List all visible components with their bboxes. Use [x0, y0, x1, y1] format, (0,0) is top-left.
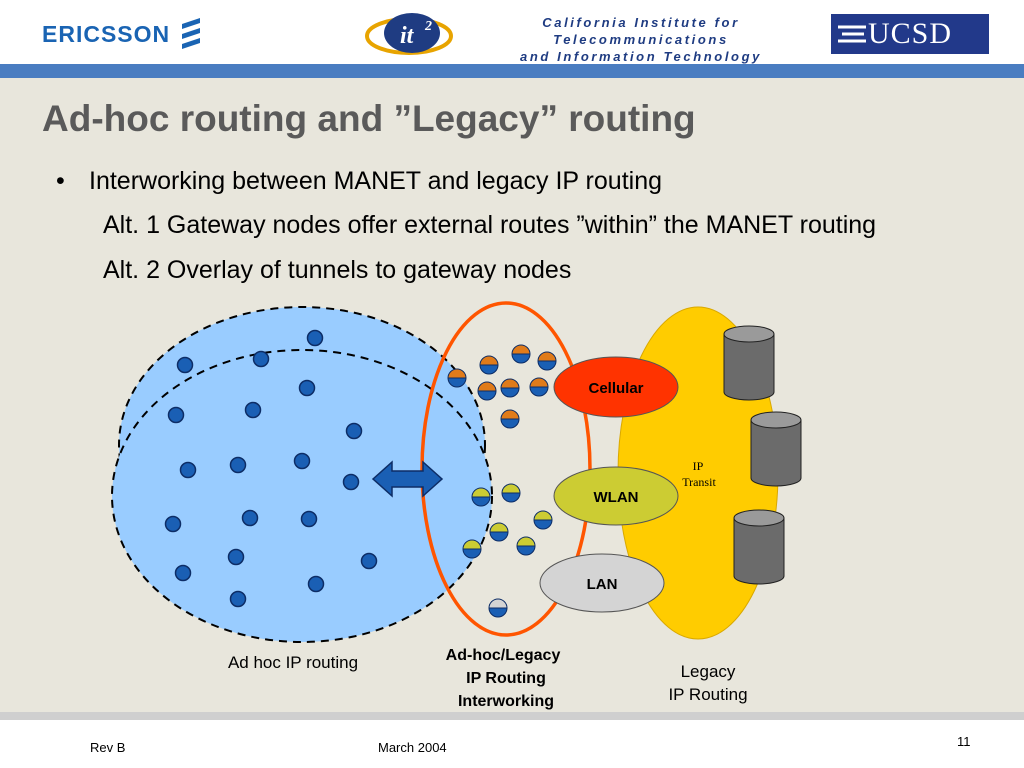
gateway-nodes-cellular [447, 344, 557, 429]
manet-node [298, 379, 316, 397]
manet-node [345, 422, 363, 440]
legacy-label-line2: IP Routing [668, 685, 747, 704]
footer [0, 720, 1024, 768]
ericsson-logo: ERICSSON [42, 21, 171, 47]
slide-title: Ad-hoc routing and ”Legacy” routing [42, 98, 696, 139]
calit2-logo: it 2 [365, 13, 453, 55]
ericsson-logo-icon [182, 18, 200, 49]
interworking-label-line3: Interworking [458, 693, 554, 710]
gateway-node [537, 351, 557, 371]
bidirectional-arrow-icon [371, 460, 444, 498]
lan-network [539, 553, 665, 613]
gateway-node-lan [488, 598, 508, 618]
cellular-label: Cellular [588, 380, 643, 397]
gateway-node [477, 381, 497, 401]
wlan-network [553, 466, 679, 526]
gateway-node [471, 487, 491, 507]
sub-point-2: Alt. 2 Overlay of tunnels to gateway nod… [103, 256, 572, 284]
interworking-label-line1: Ad-hoc/Legacy [446, 647, 561, 664]
calit2-logo-superscript: 2 [424, 19, 432, 34]
calit2-name: California Institute for Telecommunicati… [458, 14, 824, 65]
manet-node [167, 406, 185, 424]
ucsd-logo-text: UCSD [868, 17, 953, 50]
gateway-node [529, 377, 549, 397]
cellular-network [553, 356, 679, 418]
manet-node [306, 329, 324, 347]
gateway-node [500, 378, 520, 398]
footer-divider [0, 712, 1024, 720]
gateway-node [479, 355, 499, 375]
manet-node [241, 509, 259, 527]
ip-transit-label-2: Transit [682, 475, 716, 489]
manet-node [229, 456, 247, 474]
gateway-node [462, 539, 482, 559]
server-icon [733, 509, 785, 585]
page-number: 11 [957, 734, 971, 749]
manet-node [307, 575, 325, 593]
ucsd-trident-icon [838, 25, 866, 43]
manet-node [176, 356, 194, 374]
footer-revision: Rev B [90, 740, 126, 755]
interworking-label-line2: IP Routing [466, 670, 546, 687]
calit2-logo-text: it [400, 23, 415, 49]
gateway-node [447, 368, 467, 388]
wlan-label: WLAN [594, 489, 639, 506]
gateway-node [516, 536, 536, 556]
server-icon [723, 325, 775, 401]
manet-nodes [164, 329, 378, 608]
manet-node [293, 452, 311, 470]
manet-node [360, 552, 378, 570]
gateway-node [500, 409, 520, 429]
sub-point-1: Alt. 1 Gateway nodes offer external rout… [103, 211, 877, 239]
manet-node [342, 473, 360, 491]
manet-node [179, 461, 197, 479]
manet-node [229, 590, 247, 608]
calit2-name-line2: and Information Technology [520, 49, 762, 64]
gateway-node [489, 522, 509, 542]
bullet-marker: • [56, 167, 65, 195]
gateway-node [511, 344, 531, 364]
bullet-text: Interworking between MANET and legacy IP… [89, 167, 662, 195]
gateway-node [501, 483, 521, 503]
calit2-name-line1: California Institute for Telecommunicati… [542, 15, 740, 47]
server-icon [750, 411, 802, 487]
manet-node [227, 548, 245, 566]
ip-transit-label-1: IP [693, 459, 704, 473]
interworking-boundary [420, 301, 592, 637]
manet-cloud-front [111, 349, 493, 643]
lan-label: LAN [587, 576, 618, 593]
manet-node [164, 515, 182, 533]
manet-node [244, 401, 262, 419]
manet-node [174, 564, 192, 582]
footer-date: March 2004 [378, 740, 447, 755]
gateway-nodes-wlan [462, 483, 553, 559]
gateway-node [533, 510, 553, 530]
legacy-label-line1: Legacy [681, 662, 736, 681]
header-divider [0, 64, 1024, 78]
manet-node [252, 350, 270, 368]
adhoc-routing-label: Ad hoc IP routing [228, 653, 358, 672]
manet-node [300, 510, 318, 528]
